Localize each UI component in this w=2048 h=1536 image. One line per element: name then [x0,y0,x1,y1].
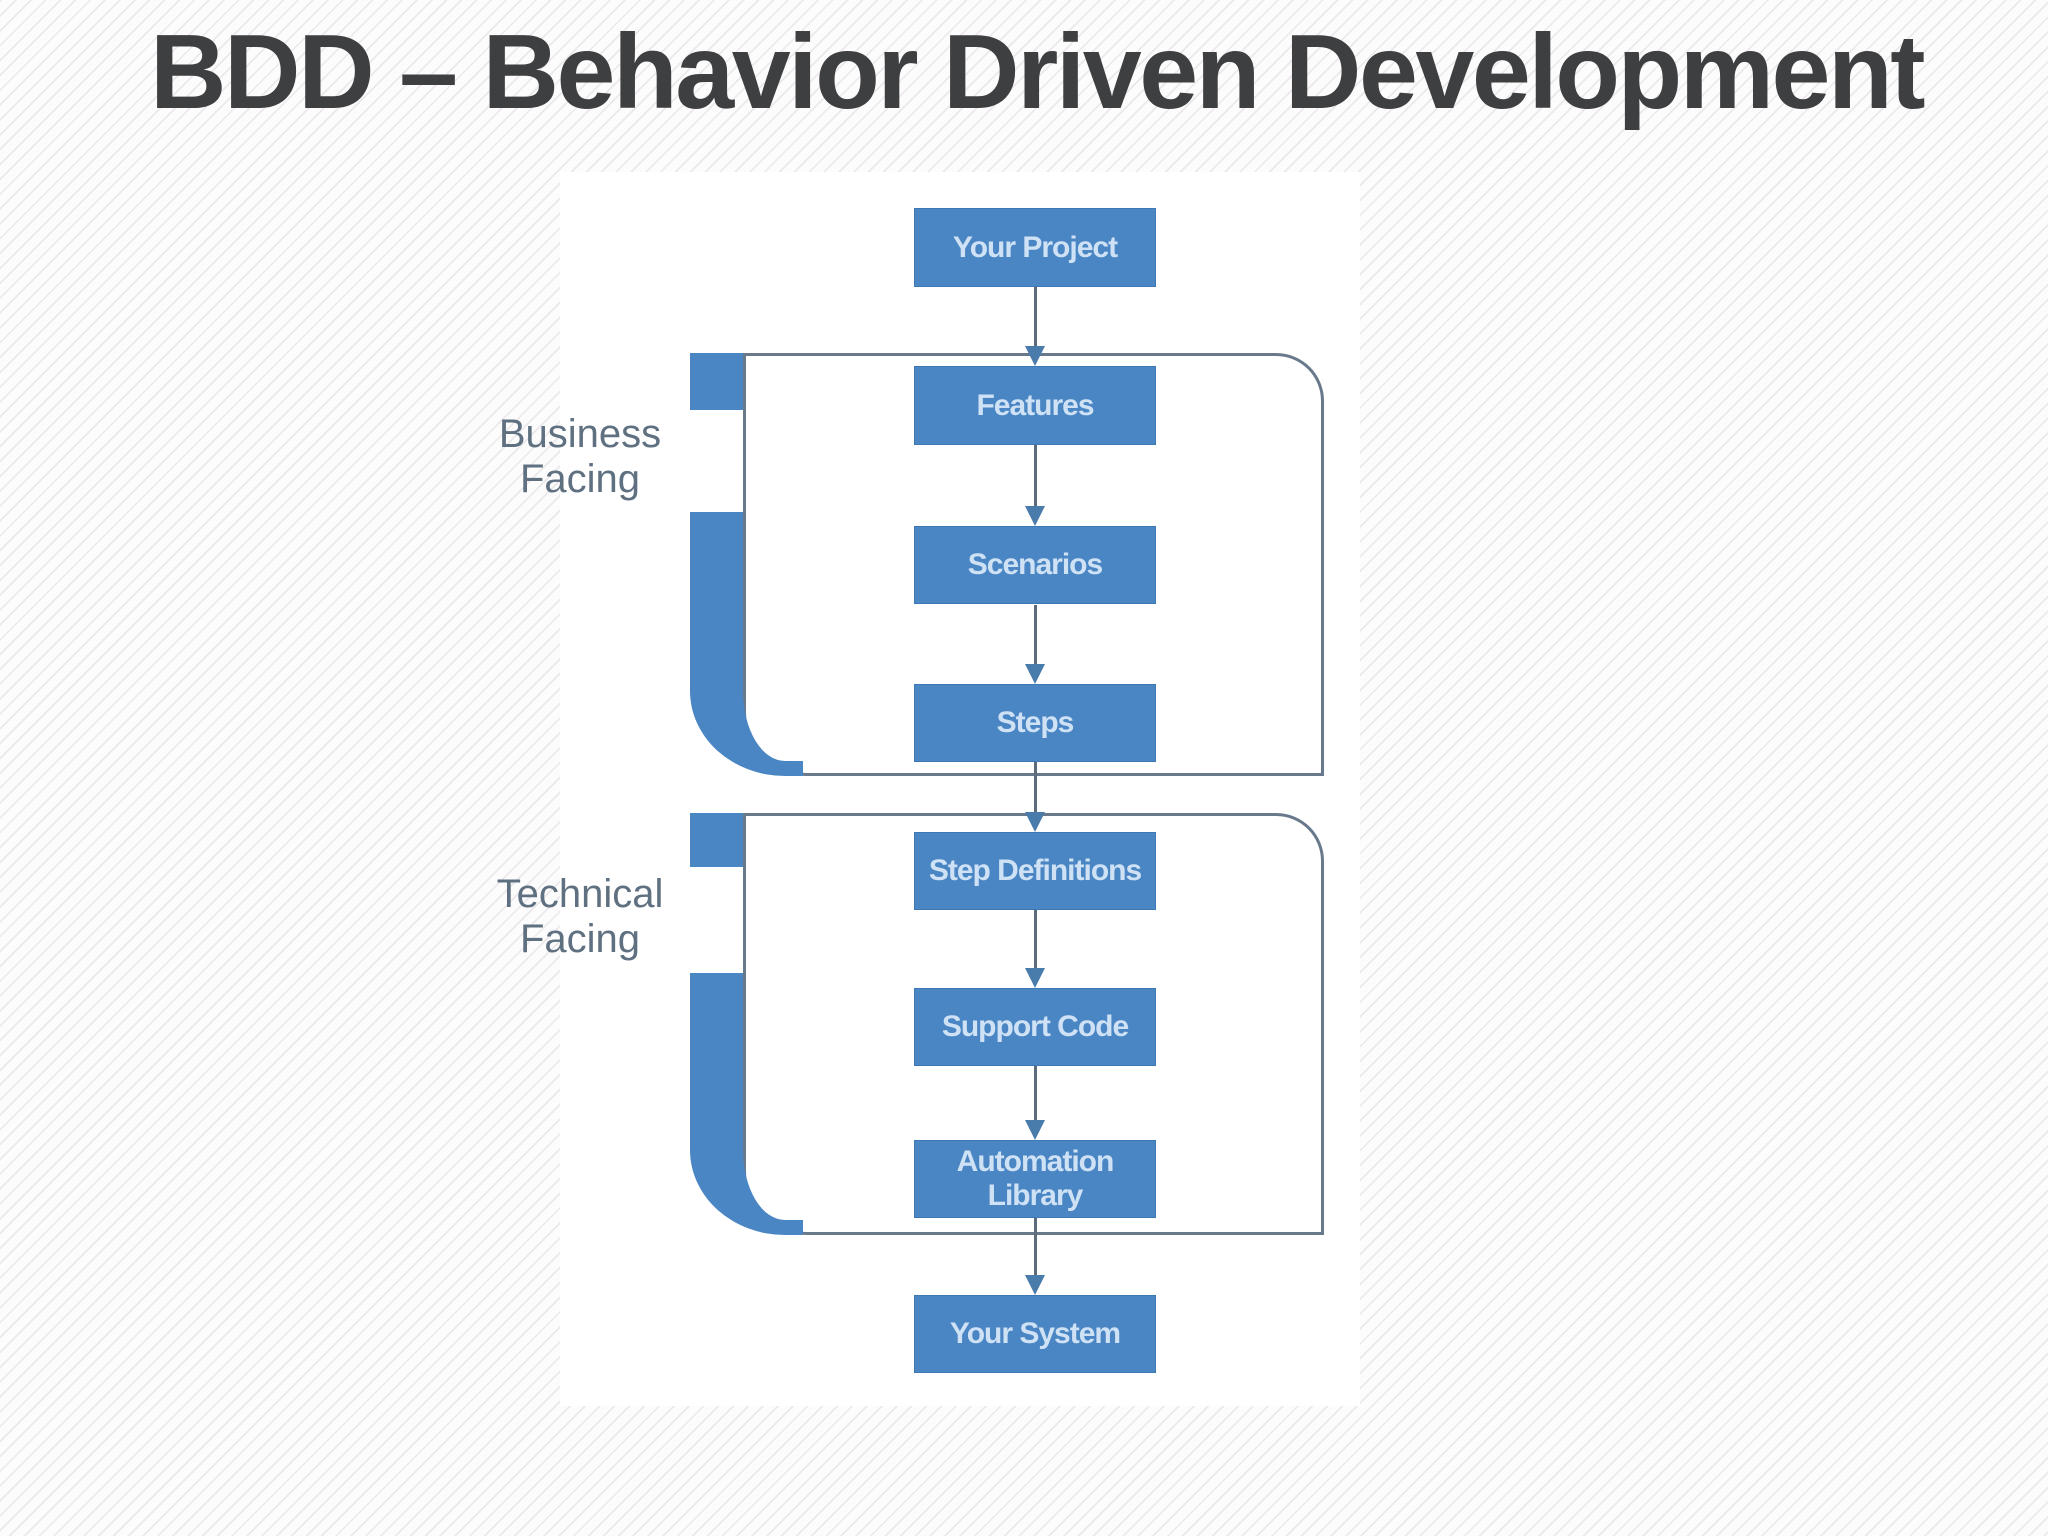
node-label: Support Code [941,1010,1129,1043]
arrow-line [1033,762,1037,814]
arrowhead-down-icon [1025,506,1045,526]
slide-title: BDD – Behavior Driven Development [150,13,1926,131]
label-business-facing: Business Facing [498,412,662,501]
arrow-line [1033,445,1037,508]
business-bracket-bar-bottom [690,512,803,776]
arrowhead-down-icon [1025,1275,1045,1295]
arrow-step-definitions-to-support-code [1024,910,1046,988]
arrow-line [1033,910,1037,970]
arrowhead-down-icon [1025,1120,1045,1140]
node-label: Your Project [952,230,1118,264]
node-label: Features [976,388,1094,422]
arrow-scenarios-to-steps [1024,605,1046,684]
label-technical-facing: Technical Facing [496,872,664,961]
arrow-features-to-scenarios [1024,445,1046,526]
arrow-support-code-to-automation-library [1024,1066,1046,1140]
node-step-definitions: Step Definitions [914,832,1156,910]
node-label: Automation Library [956,1144,1115,1213]
arrow-line [1033,1218,1037,1277]
arrowhead-down-icon [1025,346,1045,366]
node-steps: Steps [914,684,1156,762]
node-label: Steps [996,706,1075,739]
technical-bracket-bar-bottom [690,973,803,1235]
arrowhead-down-icon [1025,968,1045,988]
arrow-line [1033,1066,1037,1122]
node-support-code: Support Code [914,988,1156,1066]
business-bracket-bar-top [690,353,743,410]
arrow-line [1033,605,1037,666]
node-label: Scenarios [967,548,1103,581]
arrowhead-down-icon [1025,812,1045,832]
arrow-automation-library-to-your-system [1024,1218,1046,1295]
arrow-steps-to-step-definitions [1024,762,1046,832]
arrowhead-down-icon [1025,664,1045,684]
arrow-line [1033,287,1037,348]
node-label: Step Definitions [928,854,1142,887]
node-label: Your System [949,1317,1121,1350]
technical-bracket-bar-top [690,813,743,867]
node-features: Features [914,366,1156,445]
node-automation-library: Automation Library [914,1140,1156,1218]
node-your-project: Your Project [914,208,1156,287]
node-your-system: Your System [914,1295,1156,1373]
arrow-your-project-to-features [1024,287,1046,366]
node-scenarios: Scenarios [914,526,1156,604]
